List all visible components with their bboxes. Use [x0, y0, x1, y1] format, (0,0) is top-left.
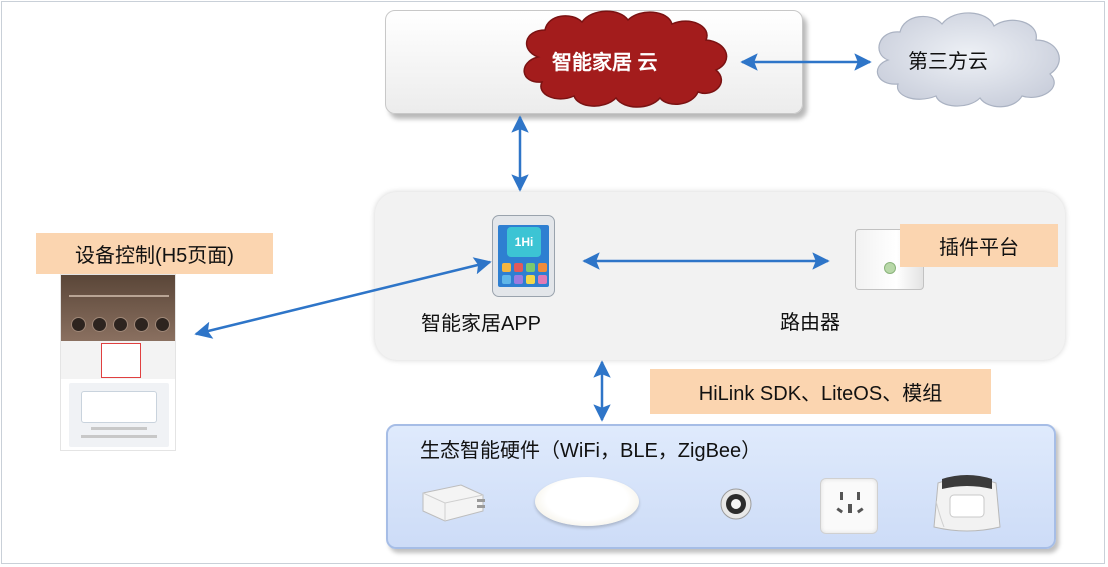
router-led-icon — [884, 262, 896, 274]
h5-control-icon — [113, 317, 128, 332]
spotlight-icon — [720, 488, 752, 520]
app-tile-icon — [502, 275, 511, 284]
sdk-label: HiLink SDK、LiteOS、模组 — [650, 369, 991, 414]
smart-home-cloud-icon — [523, 10, 728, 108]
smartphone-app-icon: 1Hi — [492, 215, 555, 297]
h5-control-icon — [92, 317, 107, 332]
socket-holes-icon — [836, 492, 864, 514]
plugin-platform-label: 插件平台 — [900, 224, 1058, 267]
app-tile-icon — [502, 263, 511, 272]
phone-screen: 1Hi — [498, 225, 549, 287]
hilink-logo-icon: 1Hi — [507, 227, 541, 257]
app-tile-icon — [538, 263, 547, 272]
smart-plug-module-icon — [422, 484, 485, 522]
app-to-device-control-arrow — [194, 257, 492, 339]
ceiling-light-icon — [535, 477, 639, 526]
h5-divider — [69, 295, 169, 297]
app-tile-icon — [514, 275, 523, 284]
h5-control-icon — [134, 317, 149, 332]
air-purifier-icon — [933, 475, 1001, 532]
device-control-label: 设备控制(H5页面) — [36, 233, 273, 274]
app-tile-icon — [538, 275, 547, 284]
app-tile-icon — [514, 263, 523, 272]
h5-device-image-icon — [81, 391, 157, 423]
smart-home-app-label: 智能家居APP — [421, 313, 542, 335]
h5-text-line — [81, 435, 157, 438]
app-tile-icon — [526, 263, 535, 272]
h5-page-screenshot — [60, 274, 176, 451]
app-tile-icon — [526, 275, 535, 284]
third-party-cloud-label: 第三方云 — [908, 51, 988, 73]
h5-selected-mode — [101, 343, 141, 378]
smart-home-cloud-label: 智能家居 云 — [552, 52, 658, 74]
h5-text-line — [91, 427, 147, 430]
h5-control-icon — [71, 317, 86, 332]
third-party-cloud-icon — [876, 12, 1060, 108]
h5-header-area — [61, 275, 175, 341]
h5-control-icon — [155, 317, 170, 332]
hardware-label: 生态智能硬件（WiFi，BLE，ZigBee） — [420, 440, 762, 462]
router-label: 路由器 — [780, 312, 840, 334]
wall-socket-icon — [820, 478, 878, 534]
